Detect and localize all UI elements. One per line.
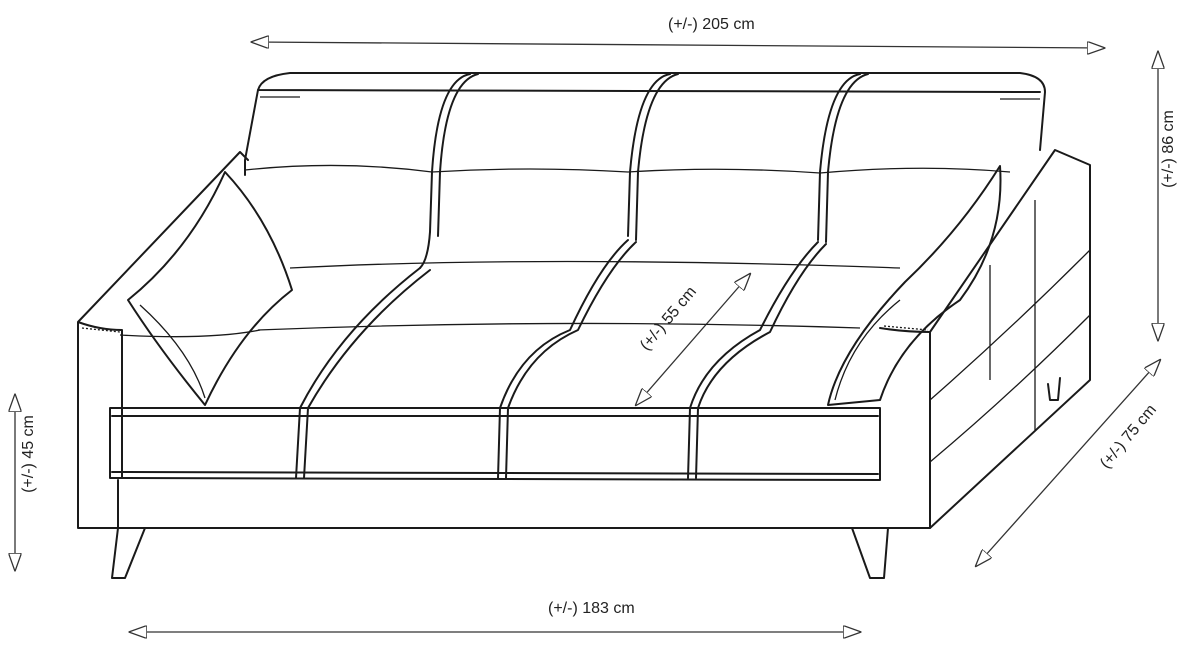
width-label: (+/-) 205 cm	[668, 16, 755, 33]
seat-height-label: (+/-) 45 cm	[19, 415, 37, 493]
depth-arrow	[976, 360, 1160, 566]
width-arrow	[252, 42, 1104, 48]
sofa	[77, 72, 1091, 579]
seat-depth-arrow	[636, 274, 750, 405]
seat-width-label: (+/-) 183 cm	[548, 600, 635, 617]
height-label: (+/-) 86 cm	[1159, 110, 1177, 188]
